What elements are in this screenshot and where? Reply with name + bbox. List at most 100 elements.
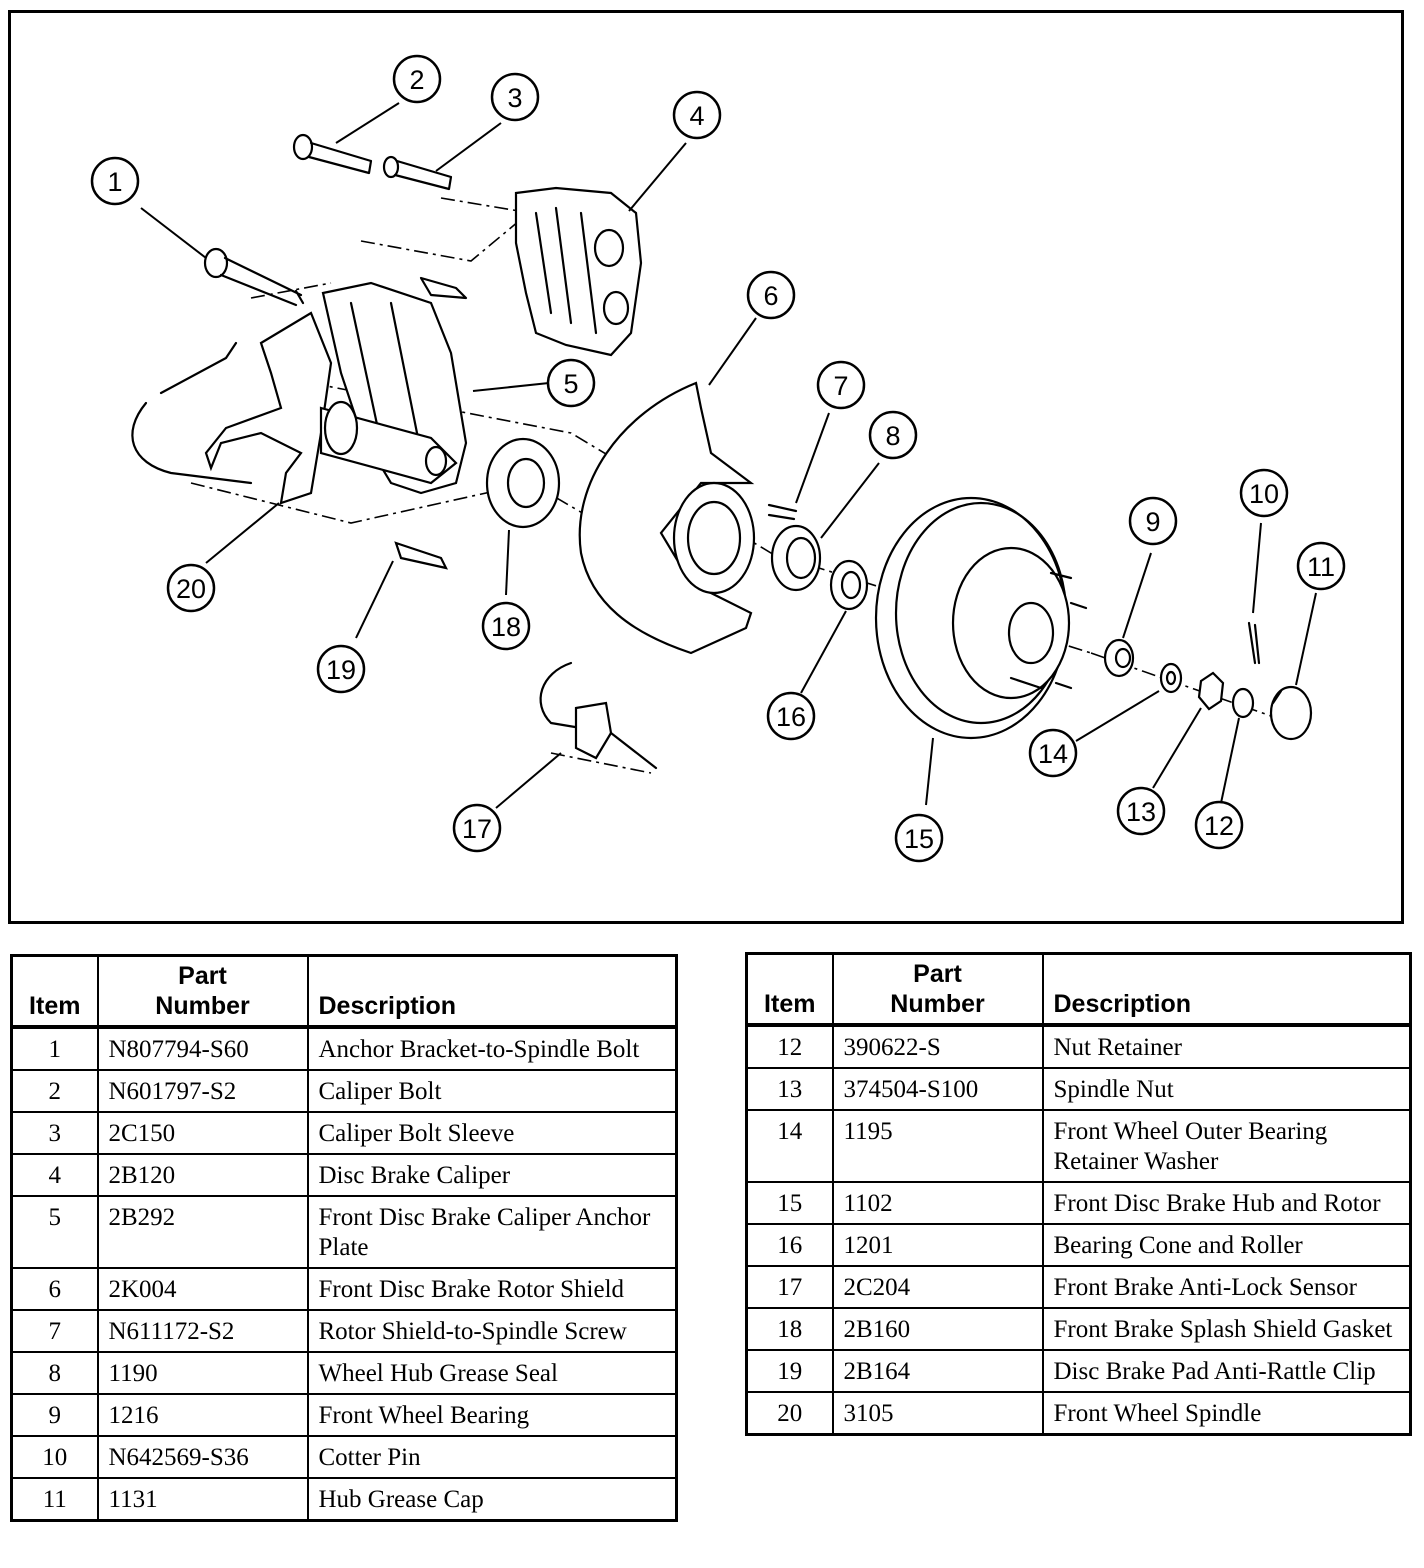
leader-line <box>1252 522 1262 614</box>
cell-part-number: N601797-S2 <box>96 1069 309 1113</box>
header-item: Item <box>745 952 834 1026</box>
leader-line <box>1220 717 1240 804</box>
cell-item: 19 <box>745 1349 834 1393</box>
leader-line <box>708 317 757 386</box>
svg-text:4: 4 <box>689 101 704 131</box>
cell-part-number: 2B164 <box>831 1349 1044 1393</box>
svg-text:14: 14 <box>1038 739 1068 769</box>
cell-item: 5 <box>10 1195 99 1269</box>
cell-item: 14 <box>745 1109 834 1183</box>
cell-part-number: 2C150 <box>96 1111 309 1155</box>
cell-part-number: 2K004 <box>96 1267 309 1311</box>
grease-cap-drawing <box>1269 685 1313 741</box>
cell-part-number: 374504-S100 <box>831 1067 1044 1111</box>
shield-screw-drawing <box>767 503 798 521</box>
cell-item: 3 <box>10 1111 99 1155</box>
cell-item: 11 <box>10 1477 99 1522</box>
abs-sensor-drawing <box>539 661 658 770</box>
outer-bearing-drawing <box>1103 638 1135 678</box>
nut-retainer-drawing <box>1231 687 1255 719</box>
cell-description: Front Disc Brake Rotor Shield <box>306 1267 678 1311</box>
cell-part-number: N611172-S2 <box>96 1309 309 1353</box>
svg-text:12: 12 <box>1204 811 1234 841</box>
svg-text:6: 6 <box>763 281 778 311</box>
bearing-cone-drawing <box>829 559 869 611</box>
leader-line <box>495 752 562 809</box>
svg-text:8: 8 <box>885 421 900 451</box>
cell-part-number: 3105 <box>831 1391 1044 1436</box>
cell-description: Front Disc Brake Caliper Anchor Plate <box>306 1195 678 1269</box>
splash-shield-gasket-drawing <box>485 437 561 529</box>
svg-text:20: 20 <box>176 574 206 604</box>
cell-item: 1 <box>10 1026 99 1071</box>
cell-description: Front Disc Brake Hub and Rotor <box>1041 1181 1412 1225</box>
hub-rotor-drawing <box>874 496 1088 740</box>
leader-line <box>355 560 394 639</box>
svg-text:16: 16 <box>776 702 806 732</box>
svg-text:19: 19 <box>326 655 356 685</box>
callout-3: 3 <box>490 72 540 122</box>
leader-line <box>505 529 510 596</box>
leader-line <box>1075 690 1160 742</box>
cell-part-number: 1102 <box>831 1181 1044 1225</box>
cell-part-number: 1201 <box>831 1223 1044 1267</box>
cell-description: Wheel Hub Grease Seal <box>306 1351 678 1395</box>
callout-16: 16 <box>766 691 816 741</box>
svg-text:5: 5 <box>563 369 578 399</box>
leader-line <box>628 142 687 212</box>
svg-text:13: 13 <box>1126 797 1156 827</box>
callout-10: 10 <box>1239 468 1289 518</box>
cell-description: Front Brake Anti-Lock Sensor <box>1041 1265 1412 1309</box>
svg-text:18: 18 <box>491 612 521 642</box>
callout-6: 6 <box>746 270 796 320</box>
cell-description: Front Wheel Bearing <box>306 1393 678 1437</box>
table-header-row: Item Part Number Description <box>745 952 1412 1026</box>
header-description: Description <box>306 954 678 1028</box>
callout-12: 12 <box>1194 800 1244 850</box>
cell-description: Spindle Nut <box>1041 1067 1412 1111</box>
leader-line <box>820 462 880 539</box>
cell-description: Caliper Bolt Sleeve <box>306 1111 678 1155</box>
centerline <box>250 210 532 299</box>
cell-part-number: 1131 <box>96 1477 309 1522</box>
svg-text:1: 1 <box>107 167 122 197</box>
svg-text:9: 9 <box>1145 507 1160 537</box>
diagram-drawing: 1 2 3 4 5 6 7 8 9 10 11 12 13 14 15 16 1… <box>90 54 1346 863</box>
rotor-shield-drawing <box>578 381 756 655</box>
leader-line <box>1122 552 1152 639</box>
svg-text:7: 7 <box>833 371 848 401</box>
bolt-sleeve-drawing <box>382 155 453 191</box>
cell-item: 4 <box>10 1153 99 1197</box>
cell-item: 12 <box>745 1024 834 1069</box>
callout-17: 17 <box>452 803 502 853</box>
callout-4: 4 <box>672 90 722 140</box>
callout-7: 7 <box>816 360 866 410</box>
cell-description: Hub Grease Cap <box>306 1477 678 1522</box>
header-description: Description <box>1041 952 1412 1026</box>
cell-description: Disc Brake Pad Anti-Rattle Clip <box>1041 1349 1412 1393</box>
cell-part-number: 2B292 <box>96 1195 309 1269</box>
cell-part-number: 1190 <box>96 1351 309 1395</box>
svg-text:15: 15 <box>904 824 934 854</box>
leader-line <box>1152 707 1202 789</box>
callout-1: 1 <box>90 156 140 206</box>
callout-14: 14 <box>1028 728 1078 778</box>
callout-5: 5 <box>546 358 596 408</box>
cell-item: 7 <box>10 1309 99 1353</box>
header-part-number: Part Number <box>831 952 1044 1026</box>
cell-description: Anchor Bracket-to-Spindle Bolt <box>306 1026 678 1071</box>
callout-2: 2 <box>392 54 442 104</box>
cell-part-number: 1195 <box>831 1109 1044 1183</box>
cell-part-number: N642569-S36 <box>96 1435 309 1479</box>
